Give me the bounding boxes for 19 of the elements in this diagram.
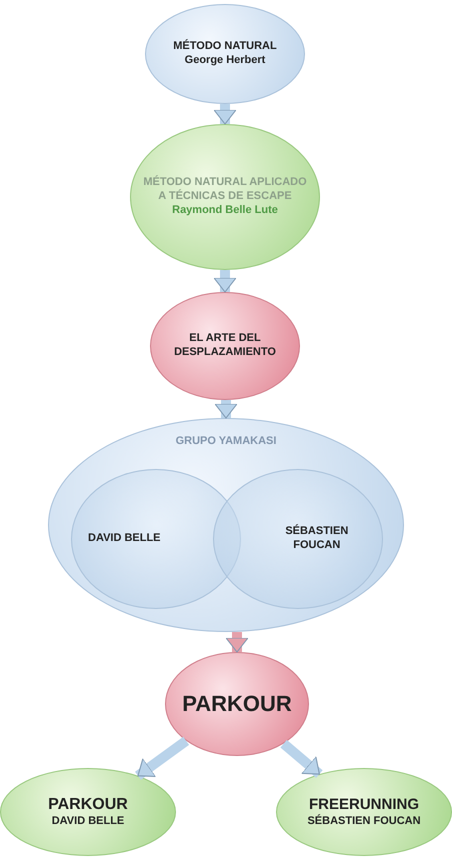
arrow [280,740,323,778]
node-label: George Herbert [184,54,266,68]
node-label: MÉTODO NATURAL APLICADO A TÉCNICAS DE ESCAPE [142,176,308,204]
arrow [214,400,238,418]
node-label: GRUPO YAMAKASI [174,435,278,449]
arrow [226,632,248,652]
node-label: SÉBASTIEN FOUCAN [306,814,422,828]
node-label: PARKOUR [181,690,293,718]
arrow [214,104,236,124]
node-label: MÉTODO NATURAL [172,40,278,54]
arrow [214,270,236,292]
node-label: PARKOUR [47,795,129,816]
node-label: DAVID BELLE [50,815,126,829]
arrow [135,736,190,780]
node-label: FREERUNNING [308,796,420,814]
node-label: Raymond Belle Lute [171,204,279,218]
node-label: DAVID BELLE [87,532,162,546]
node-label: SÉBASTIEN FOUCAN [284,525,350,553]
node-label: EL ARTE DEL DESPLAZAMIENTO [173,332,277,360]
